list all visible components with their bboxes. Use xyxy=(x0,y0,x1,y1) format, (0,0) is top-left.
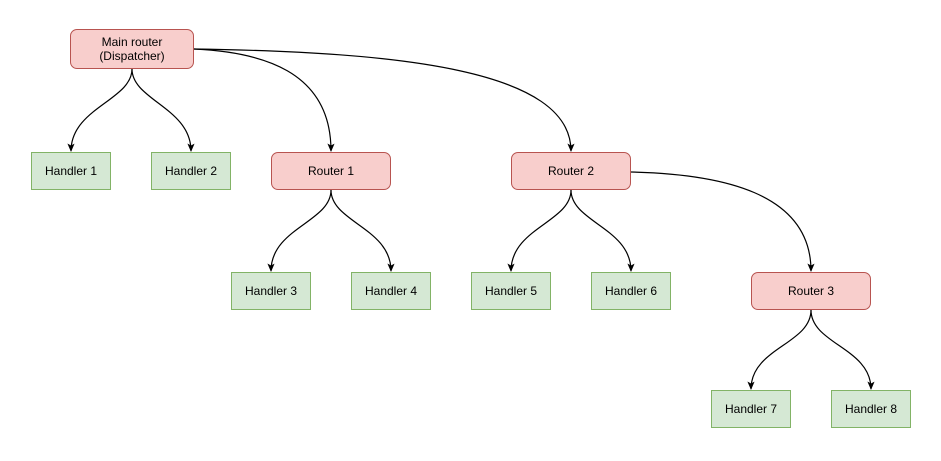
node-handler-8[interactable]: Handler 8 xyxy=(831,390,911,428)
node-handler-3[interactable]: Handler 3 xyxy=(231,272,311,310)
node-router-2[interactable]: Router 2 xyxy=(511,152,631,190)
node-label: Main router (Dispatcher) xyxy=(99,35,165,63)
edge-router-2-to-handler-5 xyxy=(507,189,572,272)
edge-router-1-to-handler-4 xyxy=(330,189,395,272)
node-label: Router 3 xyxy=(787,284,835,298)
node-label: Handler 5 xyxy=(484,284,538,298)
node-label: Handler 8 xyxy=(844,402,898,416)
edge-main-to-router-2 xyxy=(193,48,575,152)
node-router-1[interactable]: Router 1 xyxy=(271,152,391,190)
edge-main-to-handler-2 xyxy=(131,68,195,152)
node-handler-6[interactable]: Handler 6 xyxy=(591,272,671,310)
node-label: Router 2 xyxy=(547,164,595,178)
edge-main-to-handler-1 xyxy=(67,68,133,152)
node-label: Handler 1 xyxy=(44,164,98,178)
node-router-3[interactable]: Router 3 xyxy=(751,272,871,310)
node-label: Handler 7 xyxy=(724,402,778,416)
node-label: Handler 4 xyxy=(364,284,418,298)
node-label: Router 1 xyxy=(307,164,355,178)
edge-main-to-router-1 xyxy=(193,48,335,152)
node-label: Handler 3 xyxy=(244,284,298,298)
edge-router-3-to-handler-7 xyxy=(747,309,812,390)
node-handler-2[interactable]: Handler 2 xyxy=(151,152,231,190)
node-handler-1[interactable]: Handler 1 xyxy=(31,152,111,190)
node-handler-7[interactable]: Handler 7 xyxy=(711,390,791,428)
edge-router-3-to-handler-8 xyxy=(810,309,875,390)
edge-router-1-to-handler-3 xyxy=(267,189,332,272)
node-handler-4[interactable]: Handler 4 xyxy=(351,272,431,310)
edge-router-2-to-router-3 xyxy=(630,171,815,272)
node-label: Handler 2 xyxy=(164,164,218,178)
node-label: Handler 6 xyxy=(604,284,658,298)
node-handler-5[interactable]: Handler 5 xyxy=(471,272,551,310)
edge-router-2-to-handler-6 xyxy=(570,189,635,272)
node-main-router[interactable]: Main router (Dispatcher) xyxy=(70,29,194,69)
